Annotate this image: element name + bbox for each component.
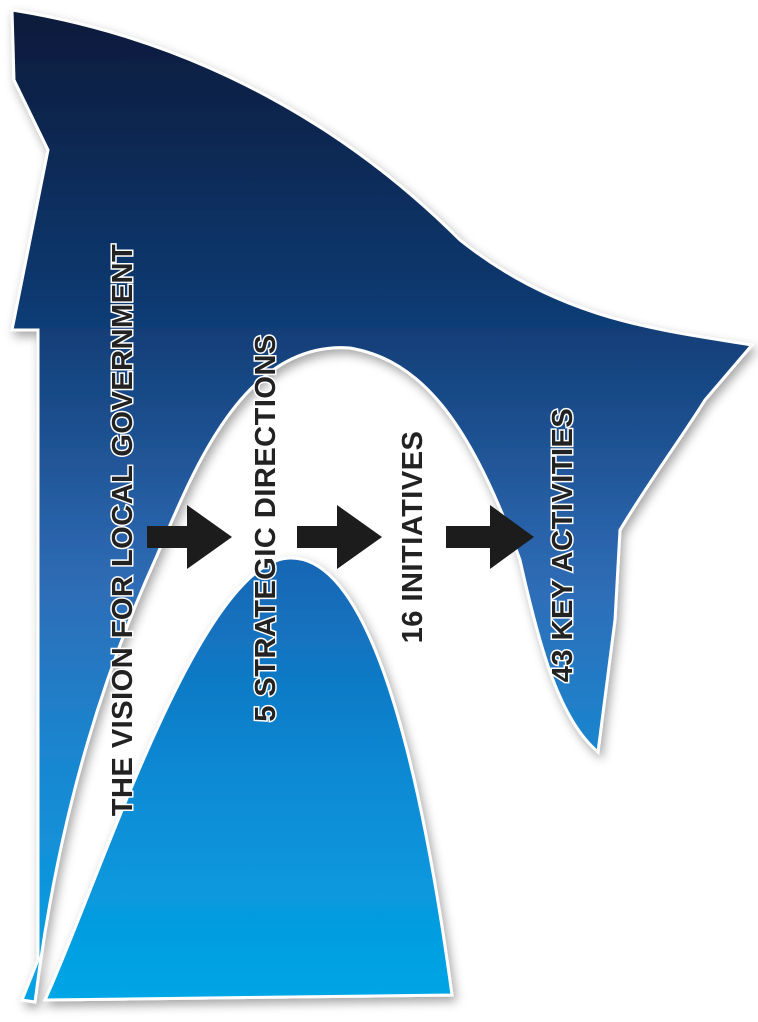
step-label-key-activities: 43 KEY ACTIVITIES [547,408,579,682]
inner-blue-dome [42,556,454,1002]
step-label-initiatives: 16 INITIATIVES [397,431,429,644]
arrow-1 [147,505,232,569]
step-label-vision: THE VISION FOR LOCAL GOVERNMENT [107,244,139,816]
outer-blue-shape [10,8,755,1004]
arrow-3 [446,505,534,569]
arrow-2 [297,505,382,569]
step-label-strategic-directions: 5 STRATEGIC DIRECTIONS [250,334,282,722]
